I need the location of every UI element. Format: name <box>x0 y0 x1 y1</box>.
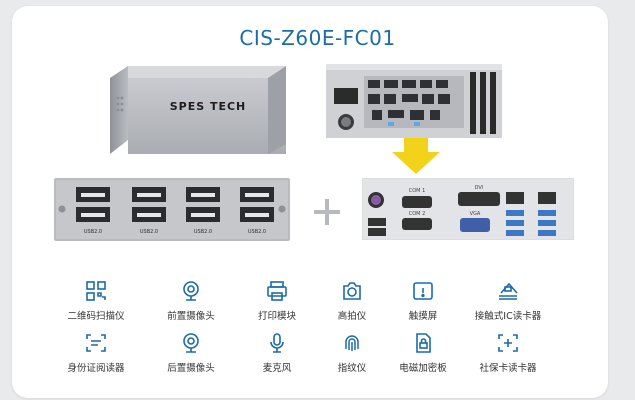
touch-screen-icon <box>413 282 433 300</box>
com1-label: COM 1 <box>409 188 426 194</box>
feature-label: 高拍仪 <box>337 311 367 322</box>
id-card-reader-icon <box>86 334 106 352</box>
feature-social-security-card-reader: 社保卡读卡器 <box>462 332 554 374</box>
encryption-keypad-icon <box>416 333 431 353</box>
social-security-card-reader-icon <box>498 334 518 352</box>
feature-id-card-reader: 身份证阅读器 <box>50 332 142 374</box>
fingerprint-icon <box>345 335 359 351</box>
printer-icon <box>267 281 287 301</box>
chassis-brand-text: SPES TECH <box>170 100 247 113</box>
feature-contact-ic-card: 接触式IC读卡器 <box>462 280 554 322</box>
feature-label: 指纹仪 <box>337 363 367 374</box>
rear-camera-icon <box>183 333 199 353</box>
document-camera-icon <box>343 282 361 300</box>
usb-port-label: USB2.0 <box>248 229 266 235</box>
down-arrow-icon <box>392 138 440 174</box>
feature-label: 打印模块 <box>257 311 296 322</box>
feature-label: 后置摄像头 <box>167 363 215 374</box>
chassis-front-image: SPES TECH <box>110 66 286 154</box>
feature-label: 前置摄像头 <box>167 311 215 322</box>
feature-encryption-keypad: 电磁加密板 <box>377 332 469 374</box>
product-title: CIS-Z60E-FC01 <box>239 26 396 50</box>
feature-front-camera: 前置摄像头 <box>145 280 237 322</box>
microphone-icon <box>270 333 284 353</box>
feature-label: 麦克风 <box>262 363 292 374</box>
usb-port-label: USB2.0 <box>140 229 158 235</box>
plus-icon <box>314 199 340 225</box>
feature-label: 身份证阅读器 <box>67 363 125 374</box>
feature-label: 二维码扫描仪 <box>67 311 125 322</box>
io-panel-image: COM 1 DVI COM 2 VGA <box>362 178 574 240</box>
contact-ic-card-icon <box>499 282 518 300</box>
feature-rear-camera: 后置摄像头 <box>145 332 237 374</box>
feature-document-camera: 高拍仪 <box>306 280 398 322</box>
feature-label: 接触式IC读卡器 <box>474 311 542 322</box>
chassis-rear-image <box>326 64 502 138</box>
feature-qr-scanner: 二维码扫描仪 <box>50 280 142 322</box>
usb-port-label: USB2.0 <box>84 229 102 235</box>
feature-label: 触摸屏 <box>408 311 438 322</box>
feature-touch-screen: 触摸屏 <box>377 280 469 322</box>
com2-label: COM 2 <box>409 211 426 217</box>
feature-label: 社保卡读卡器 <box>479 363 537 374</box>
dvi-label: DVI <box>475 185 484 191</box>
usb-port-label: USB2.0 <box>194 229 212 235</box>
feature-label: 电磁加密板 <box>399 363 447 374</box>
feature-fingerprint: 指纹仪 <box>306 332 398 374</box>
vga-label: VGA <box>470 211 481 217</box>
feature-printer: 打印模块 <box>231 280 323 322</box>
qr-scanner-icon <box>86 281 106 301</box>
usb-expansion-card-image: USB2.0 USB2.0 USB2.0 USB2.0 <box>54 178 290 241</box>
feature-microphone: 麦克风 <box>231 332 323 374</box>
front-camera-icon <box>183 281 199 301</box>
